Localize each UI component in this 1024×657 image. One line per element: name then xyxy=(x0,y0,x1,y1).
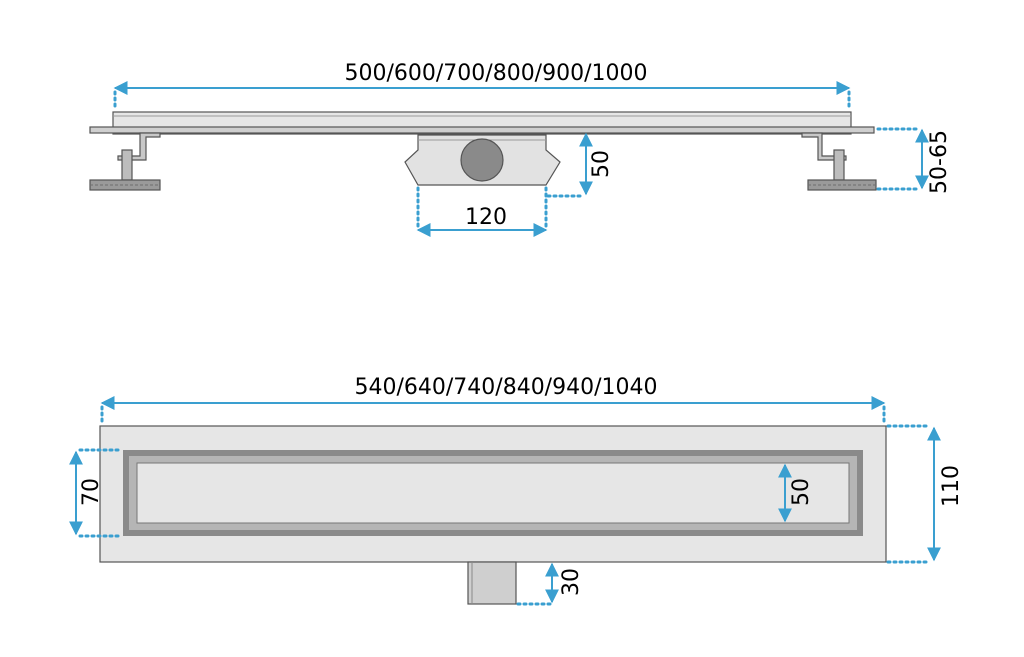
side-flange xyxy=(89,126,875,134)
side-adjust-label: 50-65 xyxy=(927,130,952,194)
top-view: 540/640/740/840/940/1040 70 50 110 30 xyxy=(69,375,964,606)
side-height-label: 50 xyxy=(589,150,614,178)
side-length-label: 500/600/700/800/900/1000 xyxy=(344,61,647,86)
top-outlet-label: 30 xyxy=(559,568,584,596)
side-width-label: 120 xyxy=(465,205,507,230)
side-view: 500/600/700/800/900/1000 50 120 50-65 xyxy=(89,61,952,237)
side-left-foot-screw xyxy=(121,149,133,181)
top-inner-label: 50 xyxy=(789,478,814,506)
side-right-foot-screw xyxy=(833,149,845,181)
top-height-label: 110 xyxy=(939,465,964,507)
side-outlet-hole xyxy=(460,138,504,182)
top-grate-inner xyxy=(136,462,850,524)
top-length-label: 540/640/740/840/940/1040 xyxy=(354,375,657,400)
top-outlet xyxy=(467,561,517,605)
top-width-label: 70 xyxy=(79,478,104,506)
